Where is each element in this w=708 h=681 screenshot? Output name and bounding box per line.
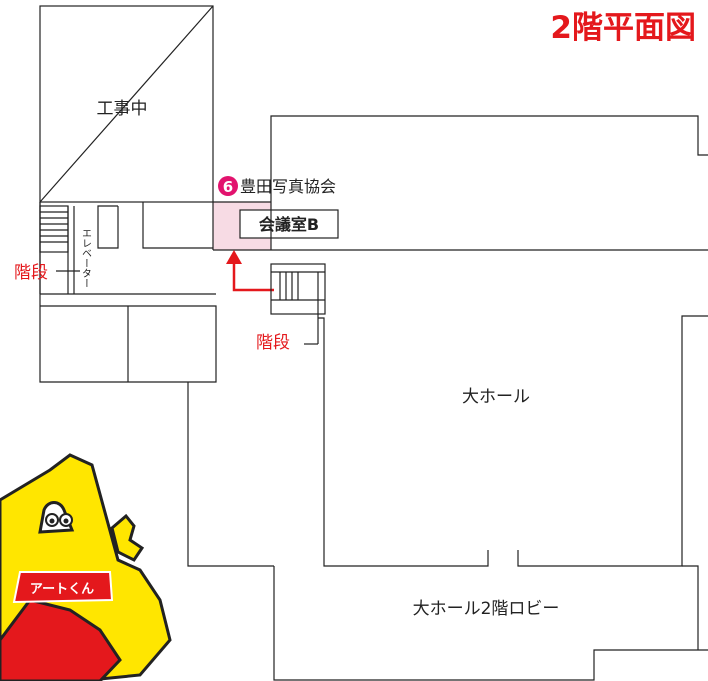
meeting-room-label: 会議室B: [259, 215, 319, 234]
mascot-image: アートくん: [0, 453, 172, 681]
left-stairs-label: 階段: [14, 263, 48, 283]
center-stairs-label: 階段: [256, 333, 290, 353]
center-stairs: [270, 263, 326, 345]
location-marker[interactable]: 6 豊田写真協会: [218, 176, 336, 196]
lobby-label: 大ホール2階ロビー: [413, 599, 560, 619]
mascot-name: アートくん: [30, 582, 94, 597]
big-hall-label: 大ホール: [462, 387, 530, 407]
construction-area: 工事中: [39, 5, 214, 203]
elevator-label: エレベーター: [80, 228, 92, 288]
lobby-area: 大ホール2階ロビー: [273, 565, 708, 681]
left-wing: エレベーター: [39, 202, 217, 383]
construction-label: 工事中: [97, 99, 148, 119]
meeting-room-box[interactable]: 会議室B: [239, 209, 339, 239]
left-stairs: [39, 205, 75, 294]
marker-number: 6: [223, 178, 233, 196]
big-hall-building: [270, 115, 708, 567]
marker-label: 豊田写真協会: [240, 177, 336, 196]
page-title: 2階平面図: [550, 10, 696, 46]
direction-arrow-icon: [226, 250, 274, 292]
